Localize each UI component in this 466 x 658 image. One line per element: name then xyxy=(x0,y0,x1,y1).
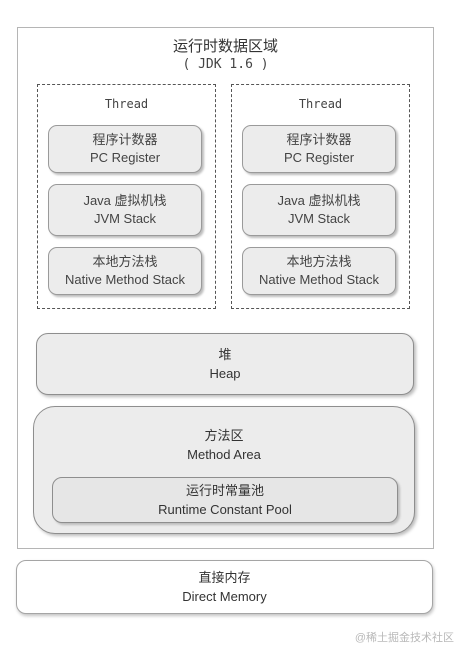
native-stack-en-1: Native Method Stack xyxy=(65,272,185,287)
native-method-stack-box-1: 本地方法栈 Native Method Stack xyxy=(48,247,202,295)
runtime-constant-pool-en: Runtime Constant Pool xyxy=(158,502,292,517)
direct-memory-en: Direct Memory xyxy=(182,589,267,604)
pc-register-zh-2: 程序计数器 xyxy=(286,132,352,147)
thread-label-2: Thread xyxy=(298,97,343,111)
method-area-zh: 方法区 xyxy=(204,428,244,443)
diagram-subtitle: ( JDK 1.6 ) xyxy=(182,57,269,72)
heap-box: 堆 Heap xyxy=(36,333,414,395)
jvm-stack-en-1: JVM Stack xyxy=(93,211,157,226)
pc-register-box-2: 程序计数器 PC Register xyxy=(242,125,396,173)
watermark-text: @稀土掘金技术社区 xyxy=(354,632,454,644)
native-method-stack-box-2: 本地方法栈 Native Method Stack xyxy=(242,247,396,295)
diagram-title: 运行时数据区域 xyxy=(172,38,278,55)
native-stack-zh-1: 本地方法栈 xyxy=(92,254,158,269)
method-area-en: Method Area xyxy=(187,447,261,462)
runtime-constant-pool-box: 运行时常量池 Runtime Constant Pool xyxy=(52,477,398,523)
jvm-stack-box-2: Java 虚拟机栈 JVM Stack xyxy=(242,184,396,236)
native-stack-en-2: Native Method Stack xyxy=(259,272,379,287)
jvm-stack-zh-2: Java 虚拟机栈 xyxy=(277,193,361,208)
pc-register-zh-1: 程序计数器 xyxy=(92,132,158,147)
direct-memory-box: 直接内存 Direct Memory xyxy=(16,560,433,614)
runtime-constant-pool-zh: 运行时常量池 xyxy=(185,483,264,498)
heap-zh: 堆 xyxy=(218,347,232,362)
pc-register-box-1: 程序计数器 PC Register xyxy=(48,125,202,173)
pc-register-en-2: PC Register xyxy=(283,150,355,165)
jvm-stack-zh-1: Java 虚拟机栈 xyxy=(83,193,167,208)
native-stack-zh-2: 本地方法栈 xyxy=(286,254,352,269)
pc-register-en-1: PC Register xyxy=(89,150,161,165)
jvm-stack-box-1: Java 虚拟机栈 JVM Stack xyxy=(48,184,202,236)
direct-memory-zh: 直接内存 xyxy=(198,570,251,585)
thread-label-1: Thread xyxy=(104,97,149,111)
jvm-stack-en-2: JVM Stack xyxy=(287,211,351,226)
heap-en: Heap xyxy=(209,366,241,381)
